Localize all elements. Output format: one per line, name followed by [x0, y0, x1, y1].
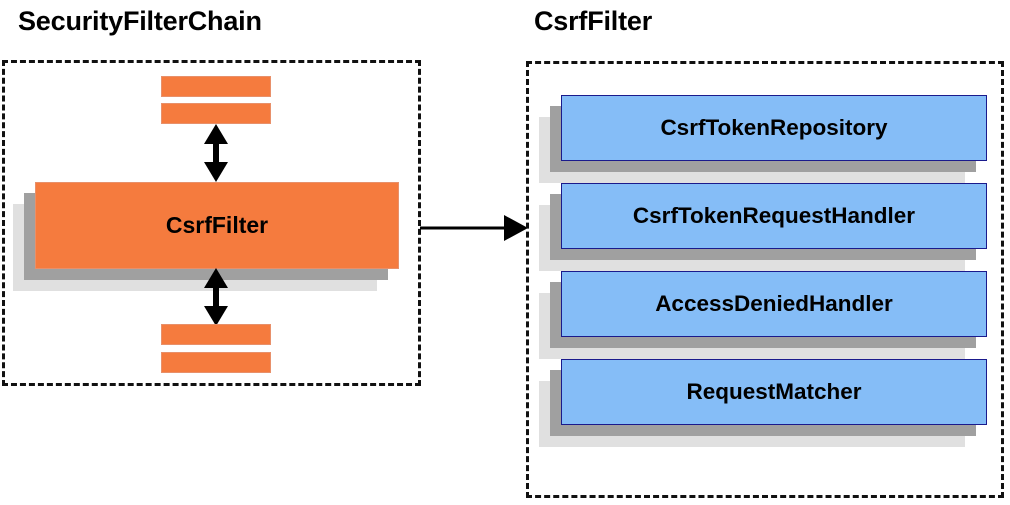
panel-csrf-filter	[526, 61, 1004, 498]
filter-chain-downstream-arrow	[204, 268, 228, 326]
panel-title-csrf-filter: CsrfFilter	[534, 6, 653, 36]
filter-bar-upper-2	[161, 103, 271, 124]
filter-bar-upper-1	[161, 76, 271, 97]
card-access-denied-handler-label: AccessDeniedHandler	[561, 271, 987, 337]
card-access-denied-handler[interactable]: AccessDeniedHandler	[539, 271, 987, 359]
connector-arrow-csrf-filter-to-collaborators	[420, 215, 528, 241]
panel-security-filter-chain	[2, 60, 421, 386]
card-csrf-token-request-handler-label: CsrfTokenRequestHandler	[561, 183, 987, 249]
card-request-matcher-label: RequestMatcher	[561, 359, 987, 425]
card-csrf-token-repository-label: CsrfTokenRepository	[561, 95, 987, 161]
card-csrf-filter[interactable]: CsrfFilter	[13, 182, 399, 291]
filter-chain-upstream-arrow	[204, 124, 228, 182]
panel-title-security-filter-chain: SecurityFilterChain	[18, 6, 262, 36]
card-csrf-token-repository[interactable]: CsrfTokenRepository	[539, 95, 987, 183]
card-csrf-token-request-handler[interactable]: CsrfTokenRequestHandler	[539, 183, 987, 271]
card-request-matcher[interactable]: RequestMatcher	[539, 359, 987, 447]
filter-bar-lower-2	[161, 352, 271, 373]
filter-bar-lower-1	[161, 324, 271, 345]
card-csrf-filter-label: CsrfFilter	[35, 182, 399, 269]
